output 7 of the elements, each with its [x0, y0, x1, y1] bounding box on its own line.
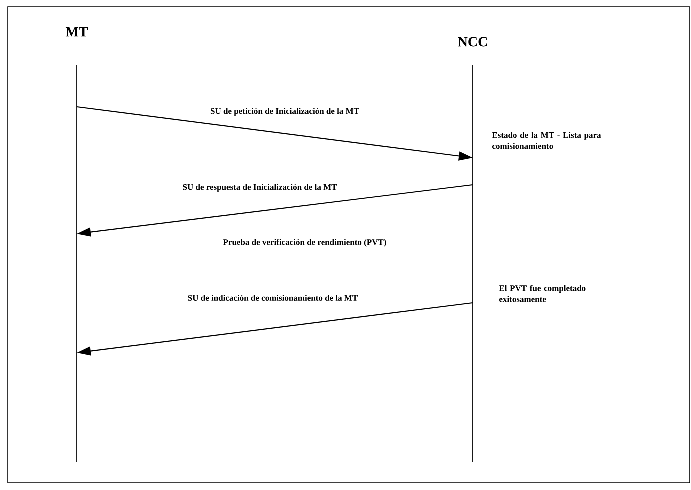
edge-label: SU de petición de Inicialización de la MT: [210, 108, 360, 116]
note: Prueba de verificación de rendimiento (PVT): [223, 239, 386, 247]
lifeline: NCC: [458, 37, 488, 462]
lifeline: MT: [66, 27, 88, 462]
note: El PVT fue completado exitosamente: [499, 285, 586, 302]
edge-label: SU de indicación de comisionamiento de la MT: [188, 295, 358, 301]
edge-label: SU de respuesta de Inicialización de la MT: [183, 184, 338, 192]
